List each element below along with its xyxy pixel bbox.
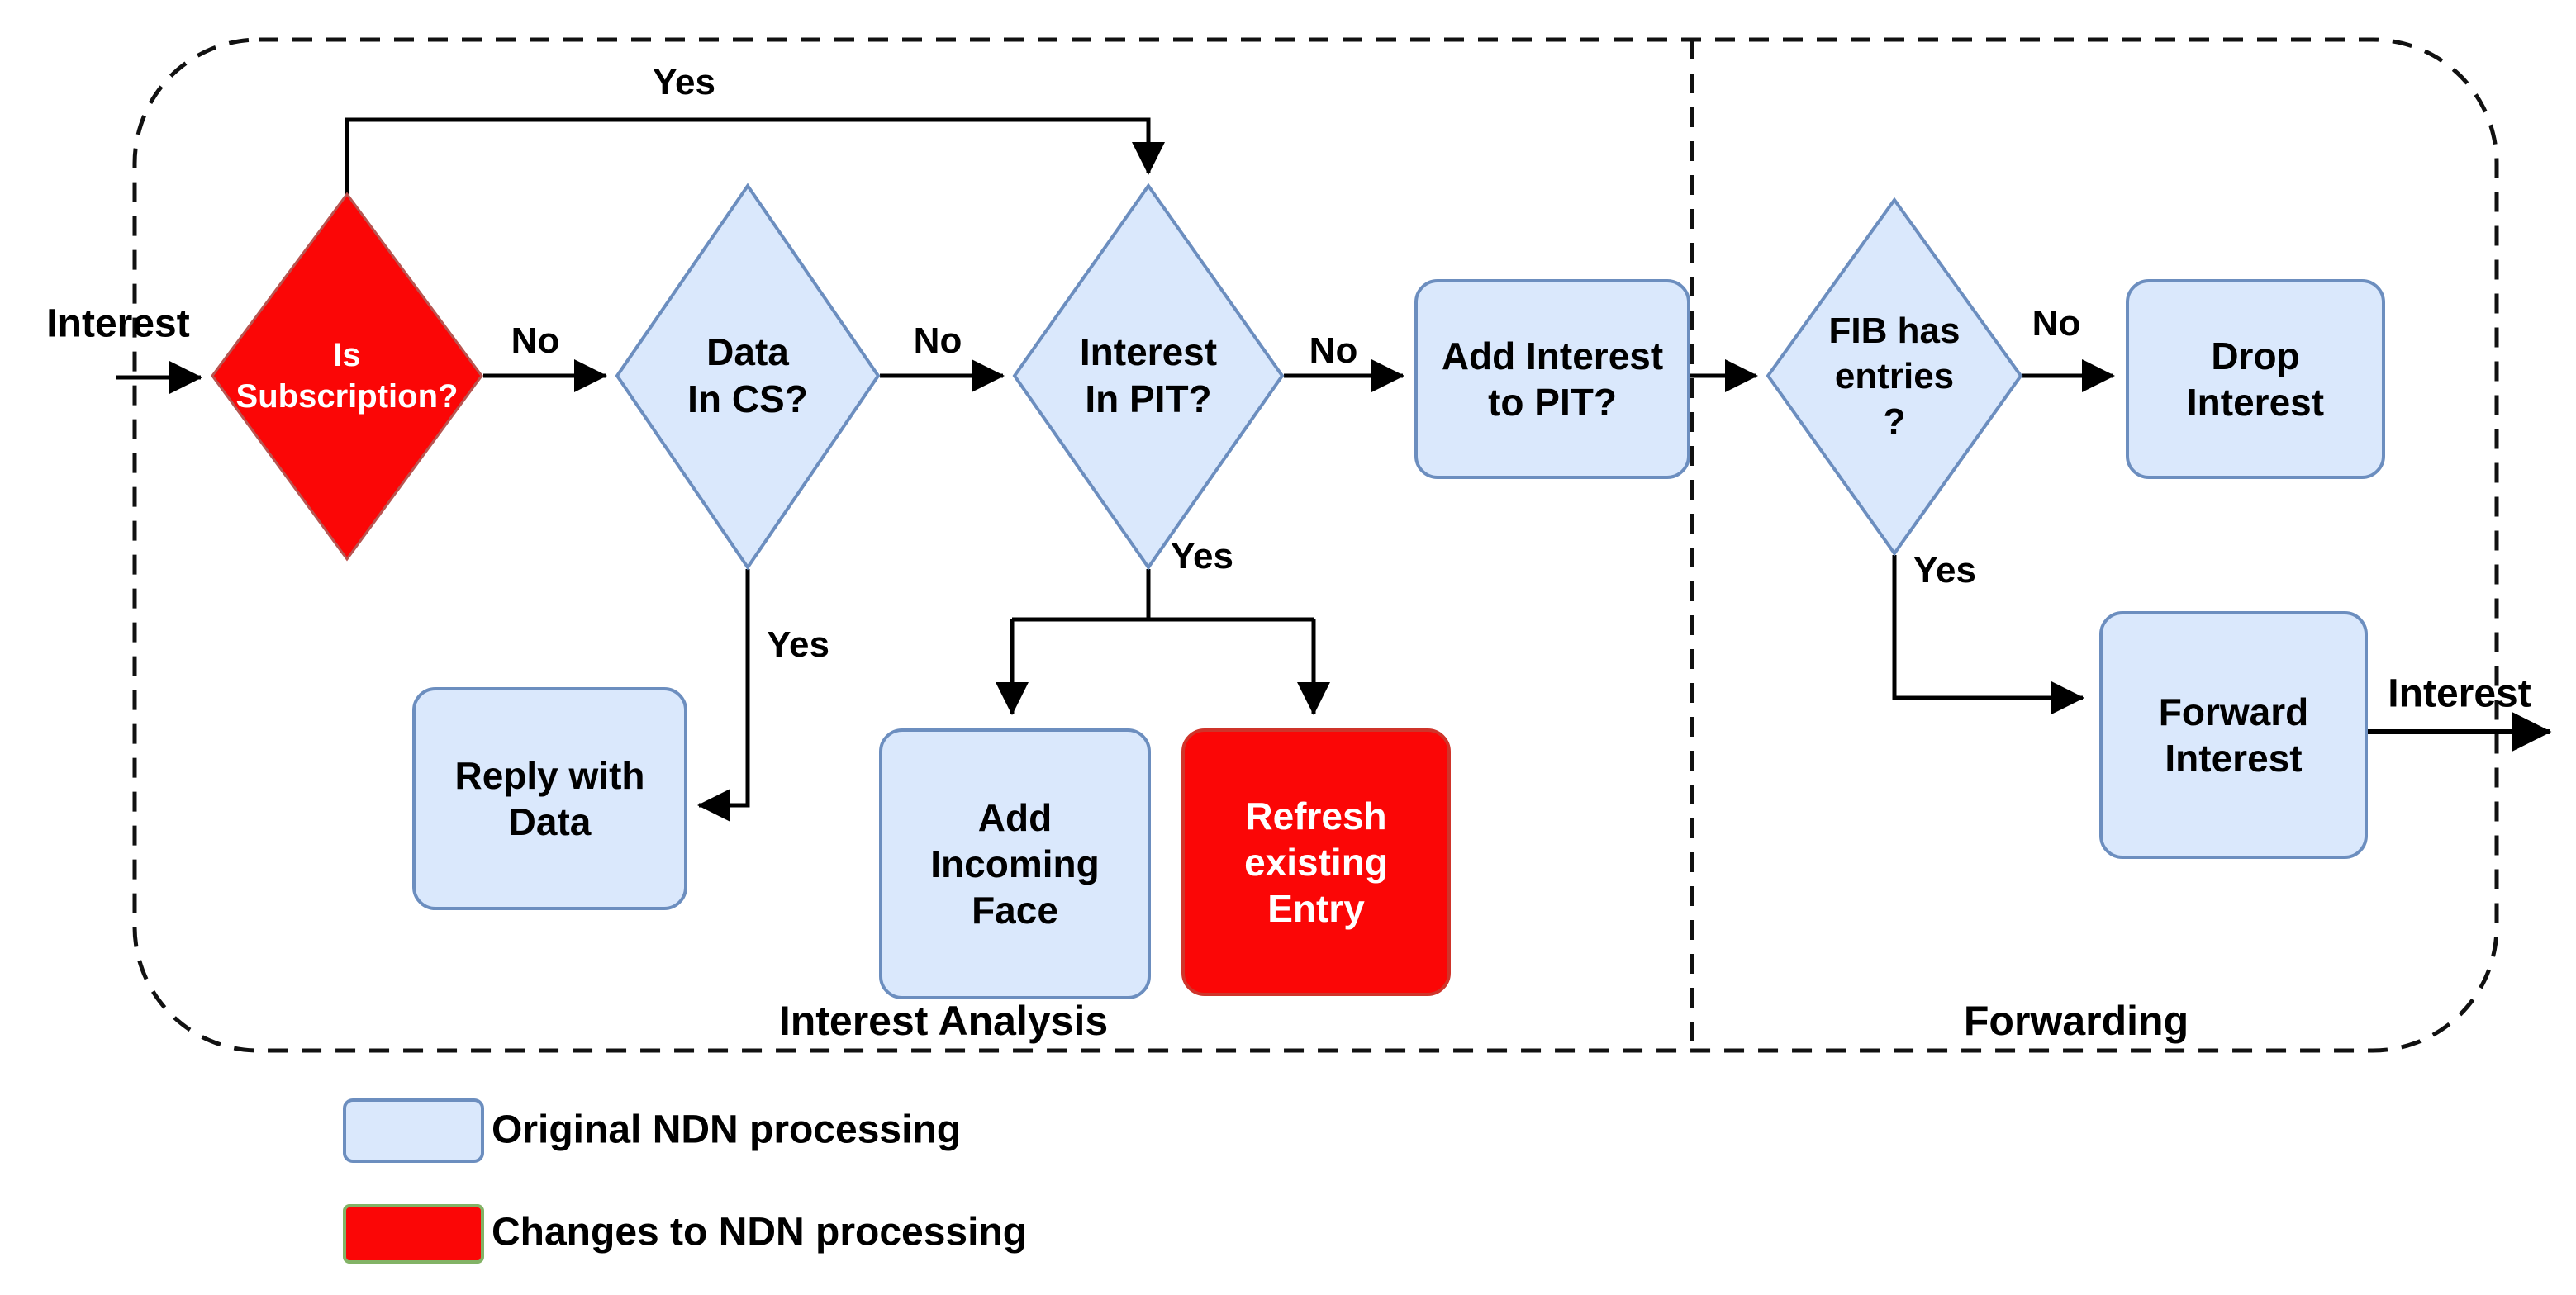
edge-label-top-yes: Yes: [653, 62, 715, 102]
legend-label-original: Original NDN processing: [492, 1108, 962, 1152]
add-interest-to-pit-box: Add Interest to PIT?: [1414, 279, 1690, 479]
reply-line1: Reply with: [454, 753, 645, 797]
interest-in-pit-diamond: [1012, 183, 1285, 571]
interest-in-pit-line2: In PIT?: [1085, 377, 1212, 420]
legend-swatch-changed: [343, 1204, 484, 1264]
add-face-line1: Add: [977, 795, 1053, 839]
data-in-cs-label: Data In CS?: [632, 285, 863, 467]
refresh-line1: Refresh: [1245, 794, 1387, 837]
forward-line1: Forward: [2158, 690, 2309, 733]
refresh-existing-entry-box: Refresh existing Entry: [1181, 728, 1451, 996]
arrow-cs-yes: [696, 569, 750, 822]
section-label-interest-analysis: Interest Analysis: [778, 998, 1109, 1044]
edge-label-yes-cs: Yes: [767, 624, 829, 665]
fib-line2: entries: [1834, 355, 1955, 396]
reply-line2: Data: [508, 800, 592, 843]
drop-line2: Interest: [2186, 381, 2325, 424]
edge-label-no-cs: No: [913, 320, 962, 361]
is-subscription-label: Is Subscription?: [227, 285, 467, 467]
refresh-line2: existing: [1244, 840, 1388, 884]
fib-line3: ?: [1883, 401, 1906, 442]
add-to-pit-line2: to PIT?: [1488, 381, 1617, 424]
fib-has-entries-diamond: [1766, 197, 2023, 557]
arrow-fib-yes: [1892, 555, 2085, 714]
fib-line1: FIB has: [1828, 310, 1961, 351]
section-label-forwarding: Forwarding: [1963, 998, 2189, 1044]
fib-has-entries-label: FIB has entries ?: [1785, 252, 2004, 500]
legend-label-changed: Changes to NDN processing: [492, 1210, 1028, 1255]
refresh-line3: Entry: [1267, 887, 1365, 931]
drop-line1: Drop: [2211, 334, 2300, 377]
arrow-subscription-yes-loop: [345, 117, 1165, 196]
add-face-line2: Incoming: [930, 842, 1100, 885]
is-subscription-diamond: [211, 192, 483, 562]
is-subscription-line1: Is: [333, 337, 361, 373]
interest-in-pit-label: Interest In PIT?: [1029, 285, 1268, 467]
edge-label-no-pit: No: [1309, 330, 1358, 371]
data-in-cs-line2: In CS?: [687, 377, 808, 420]
edge-label-no-subscription: No: [511, 320, 560, 361]
edge-label-yes-fib: Yes: [1913, 550, 1976, 591]
outer-dashed-border: [132, 37, 2499, 1053]
add-face-line3: Face: [972, 889, 1058, 932]
forward-line2: Interest: [2165, 737, 2303, 780]
drop-interest-box: Drop Interest: [2126, 279, 2385, 479]
is-subscription-line2: Subscription?: [235, 378, 459, 415]
edge-label-yes-pit: Yes: [1171, 536, 1233, 576]
edge-label-no-fib: No: [2032, 303, 2081, 344]
forward-interest-box: Forward Interest: [2099, 611, 2368, 859]
interest-output-label: Interest: [2388, 671, 2531, 716]
data-in-cs-line1: Data: [706, 330, 789, 373]
interest-input-label: Interest: [46, 301, 190, 346]
interest-in-pit-line1: Interest: [1079, 330, 1218, 373]
legend-swatch-original: [343, 1098, 484, 1163]
reply-with-data-box: Reply with Data: [412, 687, 687, 910]
data-in-cs-diamond: [615, 183, 881, 571]
add-to-pit-line1: Add Interest: [1441, 334, 1664, 377]
add-incoming-face-box: Add Incoming Face: [879, 728, 1151, 999]
